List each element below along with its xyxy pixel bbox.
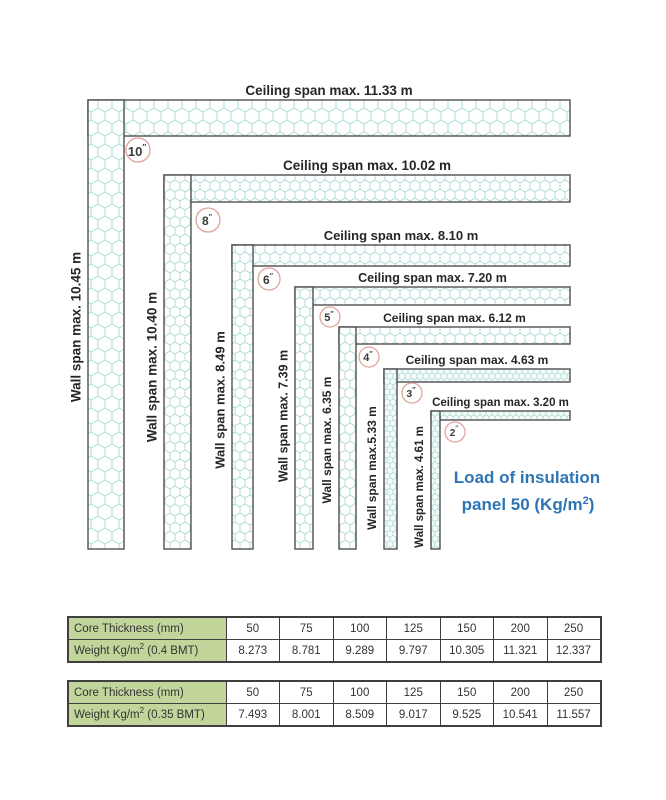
panel-6in-ceiling-label: Ceiling span max. 8.10 m xyxy=(324,228,479,243)
panel-2in: Ceiling span max. 3.20 m Wall span max. 4… xyxy=(414,397,571,550)
panel-3in-ceiling xyxy=(383,368,571,383)
thickness-value-cell: 200 xyxy=(493,680,548,704)
weight-value-cell: 9.289 xyxy=(332,639,387,663)
thickness-value-cell: 50 xyxy=(225,616,280,640)
thickness-value-cell: 75 xyxy=(279,680,334,704)
thickness-value-cell: 150 xyxy=(439,616,494,640)
panel-4in-ceiling-label: Ceiling span max. 6.12 m xyxy=(383,311,526,325)
panel-6in-size-label: 6″ xyxy=(263,273,274,288)
weight-value-cell: 7.493 xyxy=(225,703,280,727)
panel-2in-ceiling-label: Ceiling span max. 3.20 m xyxy=(432,397,569,409)
panel-5in-ceiling xyxy=(294,286,571,306)
panel-3in-size-label: 3″ xyxy=(406,387,416,401)
thickness-value-cell: 250 xyxy=(546,616,601,640)
panel-8in: Ceiling span max. 10.02 m Wall span max. … xyxy=(145,158,571,550)
panel-5in-ceiling-label: Ceiling span max. 7.20 m xyxy=(358,271,507,285)
thickness-value-cell: 200 xyxy=(493,616,548,640)
weight-value-cell: 8.273 xyxy=(225,639,280,663)
panel-3in: Ceiling span max. 4.63 m Wall span max.5.… xyxy=(365,353,571,550)
panels-layer: Ceiling span max. 11.33 m Wall span max. … xyxy=(69,83,571,550)
panel-5in-wall-label: Wall span max. 7.39 m xyxy=(276,350,290,482)
thickness-value-cell: 100 xyxy=(332,680,387,704)
panel-4in-wall-label: Wall span max. 6.35 m xyxy=(320,377,334,504)
panel-8in-wall xyxy=(163,174,192,550)
load-note-line2: panel 50 (Kg/m2) xyxy=(462,495,595,514)
load-note-line1: Load of insulation xyxy=(454,468,600,487)
panel-10in-size-label: 10″ xyxy=(128,143,146,159)
thickness-value-cell: 250 xyxy=(546,680,601,704)
panel-10in: Ceiling span max. 11.33 m Wall span max. … xyxy=(69,83,571,550)
panel-8in-ceiling-label: Ceiling span max. 10.02 m xyxy=(283,158,451,173)
panel-5in: Ceiling span max. 7.20 m Wall span max. 7… xyxy=(276,271,571,550)
weight-header: Weight Kg/m2 (0.4 BMT) xyxy=(67,639,227,663)
thickness-value-cell: 150 xyxy=(439,680,494,704)
weight-header: Weight Kg/m2 (0.35 BMT) xyxy=(67,703,227,727)
panel-3in-ceiling-label: Ceiling span max. 4.63 m xyxy=(406,353,549,367)
weight-value-cell: 11.557 xyxy=(546,703,601,727)
panel-4in-wall xyxy=(338,326,357,550)
thickness-value-cell: 50 xyxy=(225,680,280,704)
thickness-value-cell: 100 xyxy=(332,616,387,640)
panel-2in-ceiling xyxy=(430,410,571,421)
panel-5in-size-badge xyxy=(319,306,341,328)
thickness-value-cell: 75 xyxy=(279,616,334,640)
panel-10in-wall xyxy=(87,99,125,550)
panel-4in: Ceiling span max. 6.12 m Wall span max. 6… xyxy=(320,311,571,550)
panel-10in-ceiling xyxy=(87,99,571,137)
panel-6in-wall-label: Wall span max. 8.49 m xyxy=(212,331,227,469)
panel-6in-ceiling xyxy=(231,244,571,267)
panel-8in-size-label: 8″ xyxy=(202,214,213,229)
core-thickness-header: Core Thickness (mm) xyxy=(67,680,227,704)
panel-2in-size-badge xyxy=(444,421,466,443)
panel-5in-wall xyxy=(294,286,314,550)
panel-2in-wall xyxy=(430,410,441,550)
panel-5in-size-label: 5″ xyxy=(324,311,334,325)
weight-value-cell: 11.321 xyxy=(493,639,548,663)
weight-value-cell: 8.781 xyxy=(279,639,334,663)
panel-4in-size-label: 4″ xyxy=(363,351,373,365)
panel-3in-wall-label: Wall span max.5.33 m xyxy=(365,406,379,530)
panel-3in-wall xyxy=(383,368,398,550)
panel-8in-size-badge xyxy=(195,207,221,233)
core-thickness-header: Core Thickness (mm) xyxy=(67,616,227,640)
panel-6in-size-badge xyxy=(257,267,281,291)
weight-value-cell: 9.017 xyxy=(386,703,441,727)
panel-10in-size-badge xyxy=(125,137,151,163)
panel-10in-ceiling-label: Ceiling span max. 11.33 m xyxy=(245,83,412,98)
weight-value-cell: 9.797 xyxy=(386,639,441,663)
panel-4in-ceiling xyxy=(338,326,571,345)
panel-3in-size-badge xyxy=(401,382,423,404)
thickness-value-cell: 125 xyxy=(386,680,441,704)
panel-8in-wall-label: Wall span max. 10.40 m xyxy=(145,292,160,442)
weight-value-cell: 10.305 xyxy=(439,639,494,663)
weight-value-cell: 12.337 xyxy=(546,639,601,663)
weight-value-cell: 9.525 xyxy=(439,703,494,727)
panel-2in-wall-label: Wall span max. 4.61 m xyxy=(414,426,426,548)
weight-value-cell: 8.509 xyxy=(332,703,387,727)
panel-2in-size-label: 2″ xyxy=(450,426,459,439)
weight-value-cell: 8.001 xyxy=(279,703,334,727)
panel-6in-wall xyxy=(231,244,254,550)
panel-4in-size-badge xyxy=(358,346,380,368)
panel-6in: Ceiling span max. 8.10 m Wall span max. 8… xyxy=(212,228,571,550)
panel-8in-ceiling xyxy=(163,174,571,203)
thickness-value-cell: 125 xyxy=(386,616,441,640)
span-diagram: Ceiling span max. 11.33 m Wall span max. … xyxy=(69,83,600,550)
weight-value-cell: 10.541 xyxy=(493,703,548,727)
panel-10in-wall-label: Wall span max. 10.45 m xyxy=(69,252,84,402)
